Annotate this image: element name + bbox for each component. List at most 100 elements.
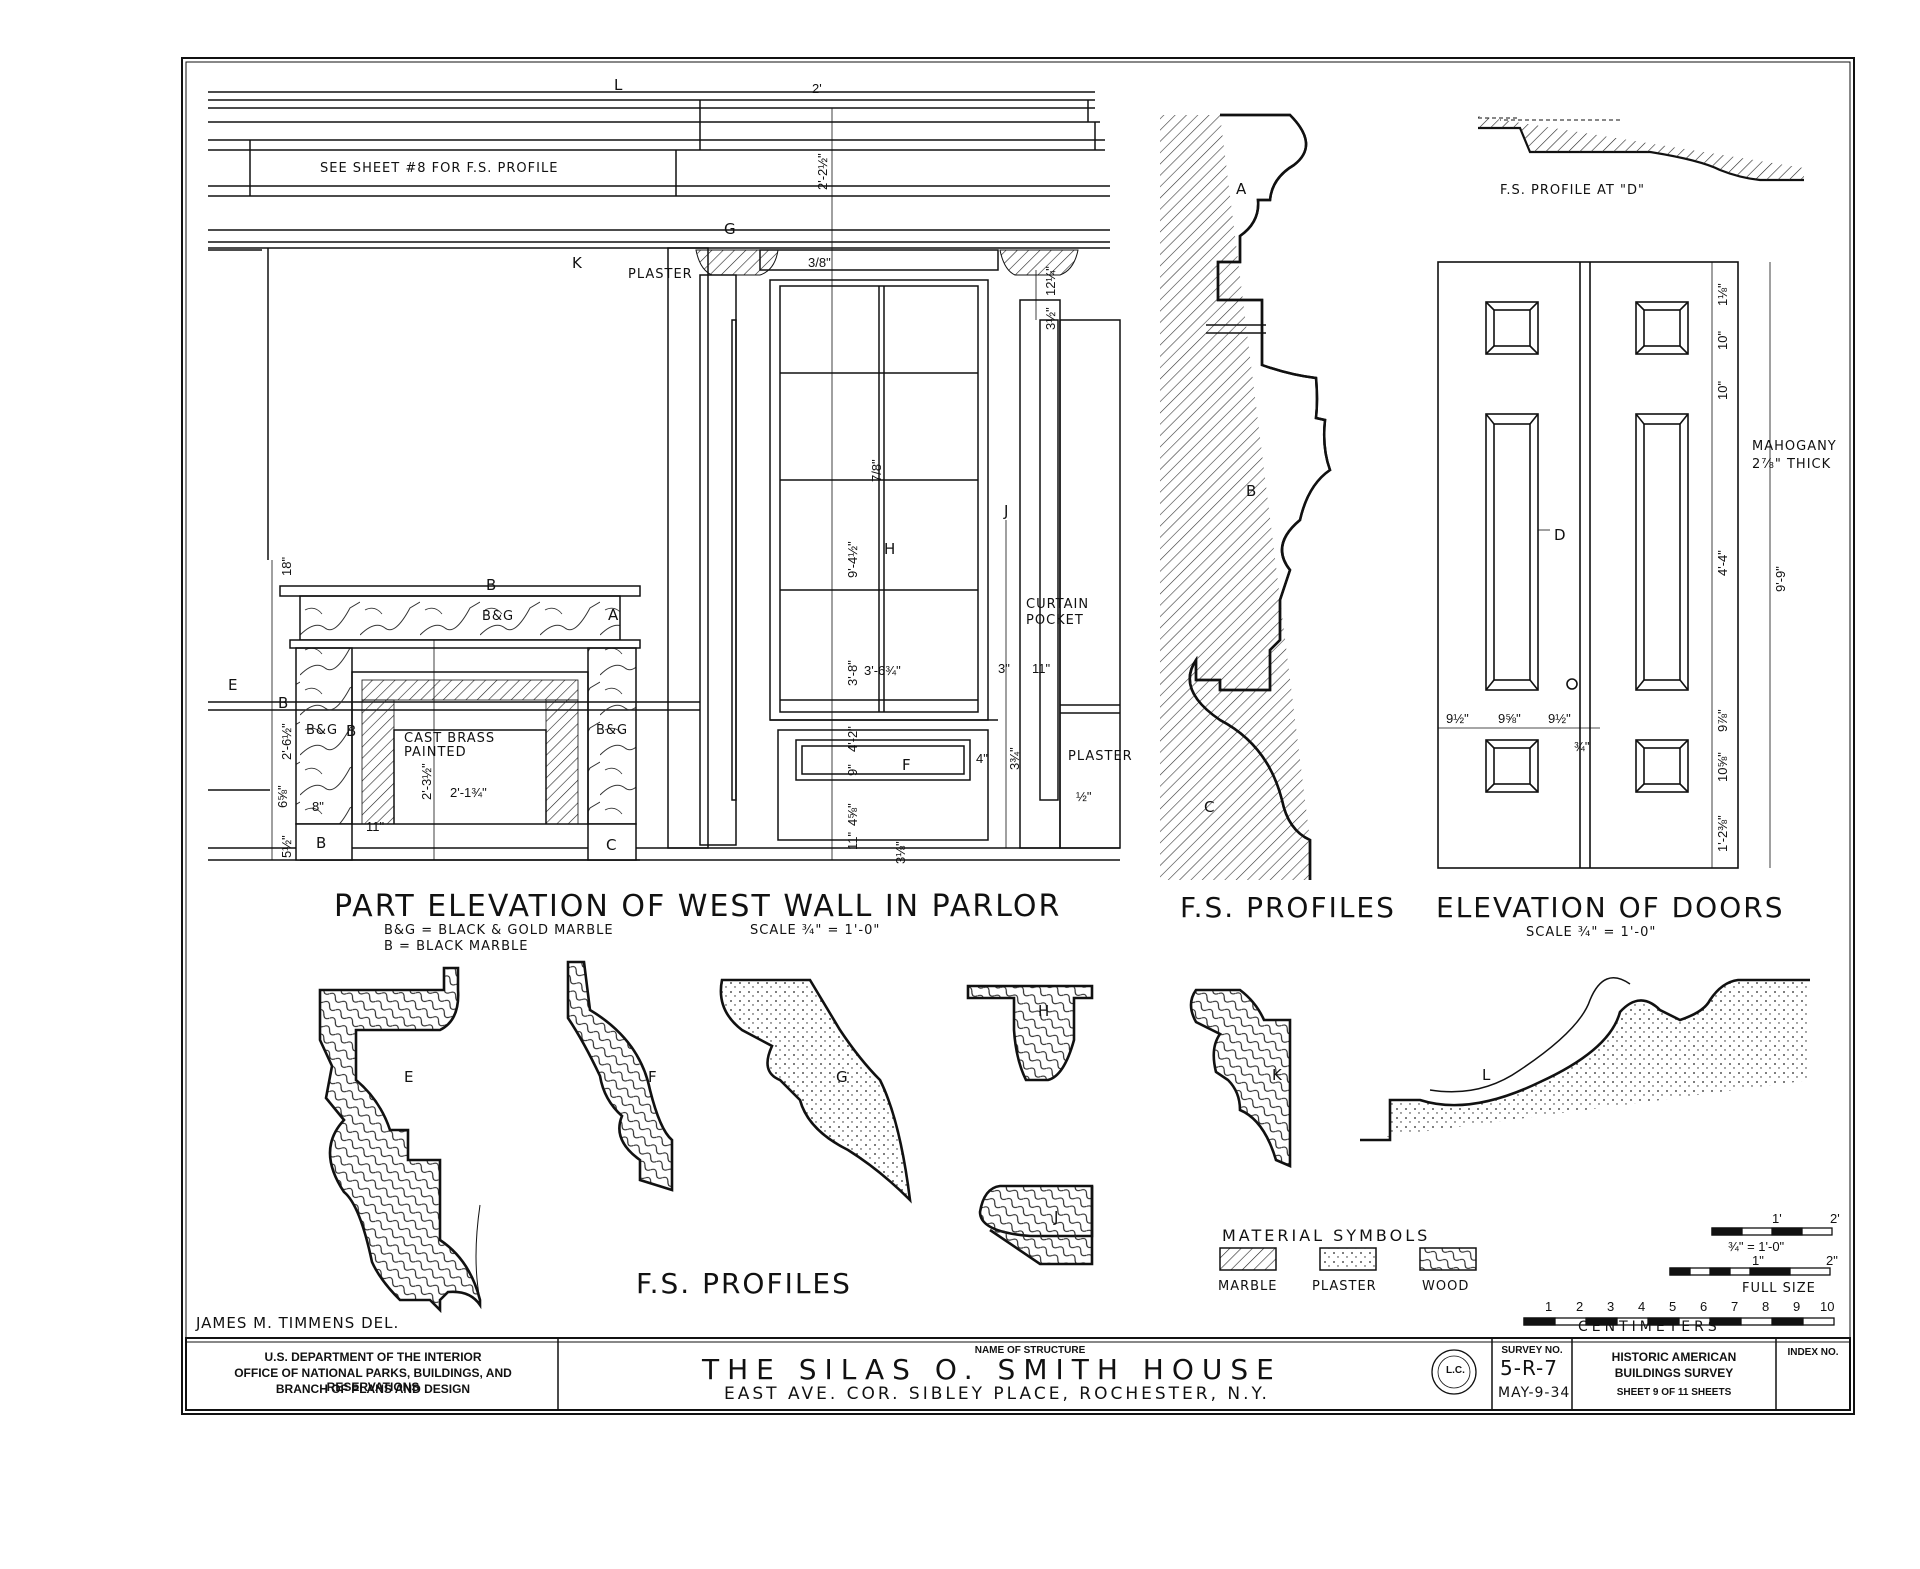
label-b-jamb: B	[346, 722, 358, 740]
cm-3: 3	[1607, 1299, 1615, 1314]
profile-label-k: K	[1272, 1066, 1283, 1084]
material-wood: WOOD	[1422, 1279, 1470, 1294]
survey-date: MAY-9-34	[1498, 1385, 1571, 1401]
parlor-title: PART ELEVATION OF WEST WALL IN PARLOR	[334, 889, 1062, 924]
dim-8in: 8"	[312, 799, 324, 814]
note-plaster-right: PLASTER	[1068, 749, 1133, 764]
survey-label: SURVEY NO.	[1501, 1345, 1563, 1356]
profile-label-f: F	[648, 1068, 658, 1086]
cm-10: 10	[1820, 1299, 1835, 1314]
note-mahogany: MAHOGANY	[1752, 439, 1837, 454]
material-swatches	[1219, 1247, 1477, 1271]
dim-2ft-2in: 2'-2½"	[815, 153, 830, 190]
doors-elevation	[1437, 261, 1771, 869]
cm-9: 9	[1793, 1299, 1801, 1314]
dim-4ft-2in: 4'-2"	[845, 726, 860, 752]
doors-scale: SCALE ¾" = 1'-0"	[1526, 925, 1657, 940]
dim-3-half: 3½"	[1043, 307, 1058, 330]
structure-address: EAST AVE. COR. SIBLEY PLACE, ROCHESTER, …	[724, 1384, 1270, 1404]
habs-line-2: BUILDINGS SURVEY	[1614, 1366, 1734, 1380]
centimeters-label: CENTIMETERS	[1578, 1319, 1721, 1335]
note-thickness: 2⅞" THICK	[1752, 457, 1832, 472]
sheet-number: SHEET 9 OF 11 SHEETS	[1616, 1387, 1732, 1398]
structure-name-label: NAME OF STRUCTURE	[974, 1345, 1086, 1356]
graphic-scales	[1523, 1227, 1835, 1326]
dim-18in: 18"	[279, 556, 294, 576]
label-a: A	[608, 606, 620, 624]
parlor-scale: SCALE ¾" = 1'-0"	[750, 923, 881, 938]
label-c: C	[606, 836, 618, 854]
dim-4-5-8: 4⅝"	[845, 803, 860, 826]
note-painted: PAINTED	[404, 745, 467, 760]
scale-1in: 1"	[1752, 1253, 1764, 1268]
outer-border	[181, 57, 1855, 1415]
dept-line-1: U.S. DEPARTMENT OF THE INTERIOR	[264, 1350, 482, 1364]
door-dim-w1: 9½"	[1446, 711, 1469, 726]
dim-3in: 3"	[998, 661, 1010, 676]
door-dim-w4: ¾"	[1574, 739, 1590, 754]
material-symbols-title: MATERIAL SYMBOLS	[1222, 1226, 1431, 1245]
door-dim-10-5-8: 10⅝"	[1715, 752, 1730, 782]
door-dim-1ft-2in: 1'-2⅜"	[1715, 815, 1730, 852]
door-dim-9ft-9in: 9'-9"	[1773, 566, 1788, 592]
scale-2in: 2"	[1826, 1253, 1838, 1268]
dim-9in: 9"	[845, 764, 860, 776]
profile-f	[566, 960, 674, 1192]
cm-6: 6	[1700, 1299, 1708, 1314]
label-b-left: B	[278, 694, 290, 712]
profile-g	[719, 978, 912, 1204]
note-curtain: CURTAIN	[1026, 597, 1090, 612]
dim-7-8: 7/8"	[869, 459, 884, 482]
door-dim-10-b: 10"	[1715, 380, 1730, 400]
door-dim-9-7-8: 9⅞"	[1715, 709, 1730, 732]
dim-5-half: 5½"	[279, 835, 294, 858]
dim-3-3-4: 3¾"	[1007, 747, 1022, 770]
note-pocket: POCKET	[1026, 613, 1084, 628]
profile-k	[1189, 988, 1292, 1168]
dim-3ft-8in: 3'-8"	[845, 660, 860, 686]
profile-label-g: G	[836, 1068, 849, 1086]
index-label: INDEX NO.	[1787, 1347, 1839, 1358]
label-b-mantel: B	[486, 576, 498, 594]
door-dim-w3: 9½"	[1548, 711, 1571, 726]
fs-profile-d	[1478, 116, 1804, 182]
label-e: E	[228, 676, 239, 694]
parlor-elevation	[208, 91, 1121, 861]
dim-9ft-4in: 9'-4½"	[845, 541, 860, 578]
profile-j	[978, 1184, 1094, 1266]
note-cast-brass: CAST BRASS	[404, 731, 496, 746]
fs-profiles-lower-title: F.S. PROFILES	[636, 1267, 852, 1300]
profile-l	[1360, 977, 1810, 1142]
habs-line-1: HISTORIC AMERICAN	[1611, 1350, 1737, 1364]
label-g: G	[724, 220, 737, 238]
profile-h	[966, 984, 1094, 1082]
label-j: J	[1004, 502, 1010, 520]
scale-2ft: 2'	[1830, 1211, 1840, 1226]
structure-name: THE SILAS O. SMITH HOUSE	[702, 1353, 1282, 1386]
dept-line-2: OFFICE OF NATIONAL PARKS, BUILDINGS, AND…	[234, 1366, 512, 1394]
profile-label-l: L	[1482, 1066, 1492, 1084]
dim-2ft-1in: 2'-1¾"	[450, 785, 487, 800]
label-k: K	[572, 254, 583, 272]
title-block-lines	[185, 1337, 1851, 1411]
fs-profile-reference: SEE SHEET #8 FOR F.S. PROFILE	[320, 161, 559, 176]
doors-title: ELEVATION OF DOORS	[1436, 891, 1785, 924]
fs-profile-d-caption: F.S. PROFILE AT "D"	[1500, 183, 1645, 198]
dim-11in: 11"	[845, 831, 860, 850]
door-dim-1-1-8: 1⅛"	[1715, 283, 1730, 306]
door-label-d: D	[1554, 526, 1567, 544]
cm-7: 7	[1731, 1299, 1739, 1314]
material-marble: MARBLE	[1218, 1279, 1278, 1294]
dim-2ft-3in: 2'-3½"	[419, 763, 434, 800]
door-dim-4ft-4in: 4'-4"	[1715, 550, 1730, 576]
dim-3-1-8: 3⅛"	[893, 841, 908, 864]
dim-half: ½"	[1076, 789, 1092, 804]
profile-e	[318, 966, 482, 1314]
door-dim-w2: 9⅝"	[1498, 711, 1521, 726]
survey-number: 5-R-7	[1500, 1356, 1558, 1380]
dim-11in-c: 11"	[366, 819, 385, 834]
seal-text: L.C.	[1446, 1365, 1465, 1376]
dim-2ft-6in: 2'-6½"	[279, 723, 294, 760]
fs-profiles-abc	[1140, 100, 1332, 900]
